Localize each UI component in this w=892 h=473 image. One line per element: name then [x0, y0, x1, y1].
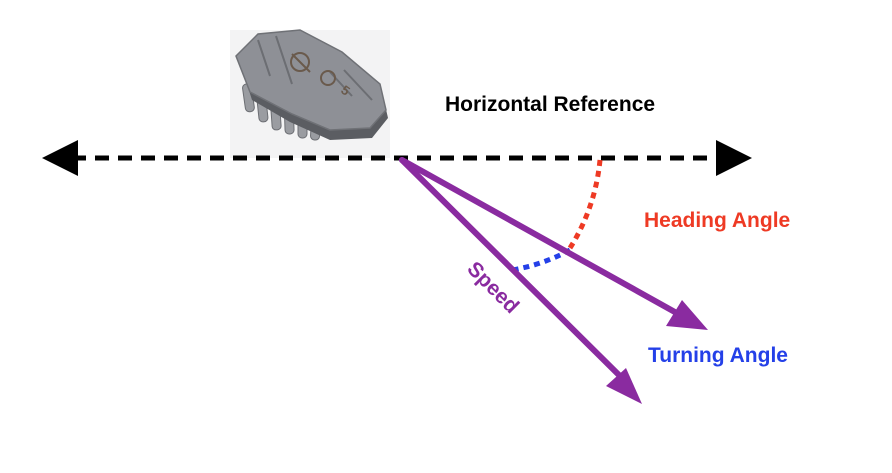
heading-angle-arc — [567, 159, 603, 250]
turning-angle-label: Turning Angle — [648, 344, 788, 367]
arrowhead-left-icon — [42, 140, 78, 176]
speed-vector — [399, 157, 642, 404]
heading-angle-label: Heading Angle — [644, 209, 790, 232]
speed-arrowhead-icon — [606, 368, 642, 404]
horizontal-reference-label: Horizontal Reference — [445, 93, 655, 116]
speed-vector-line — [399, 157, 627, 383]
horizontal-reference — [42, 140, 752, 176]
arrowhead-right-icon — [716, 140, 752, 176]
heading-vector-line — [399, 157, 685, 319]
speed-label: Speed — [462, 257, 523, 318]
robot-image: 5 — [230, 29, 390, 158]
robot-marking — [290, 52, 336, 86]
robot-body — [235, 29, 387, 131]
heading-vector — [399, 157, 708, 330]
robot-shell-ridges — [257, 35, 373, 101]
turning-angle-arc — [511, 247, 572, 273]
heading-arrowhead-icon — [666, 300, 708, 330]
